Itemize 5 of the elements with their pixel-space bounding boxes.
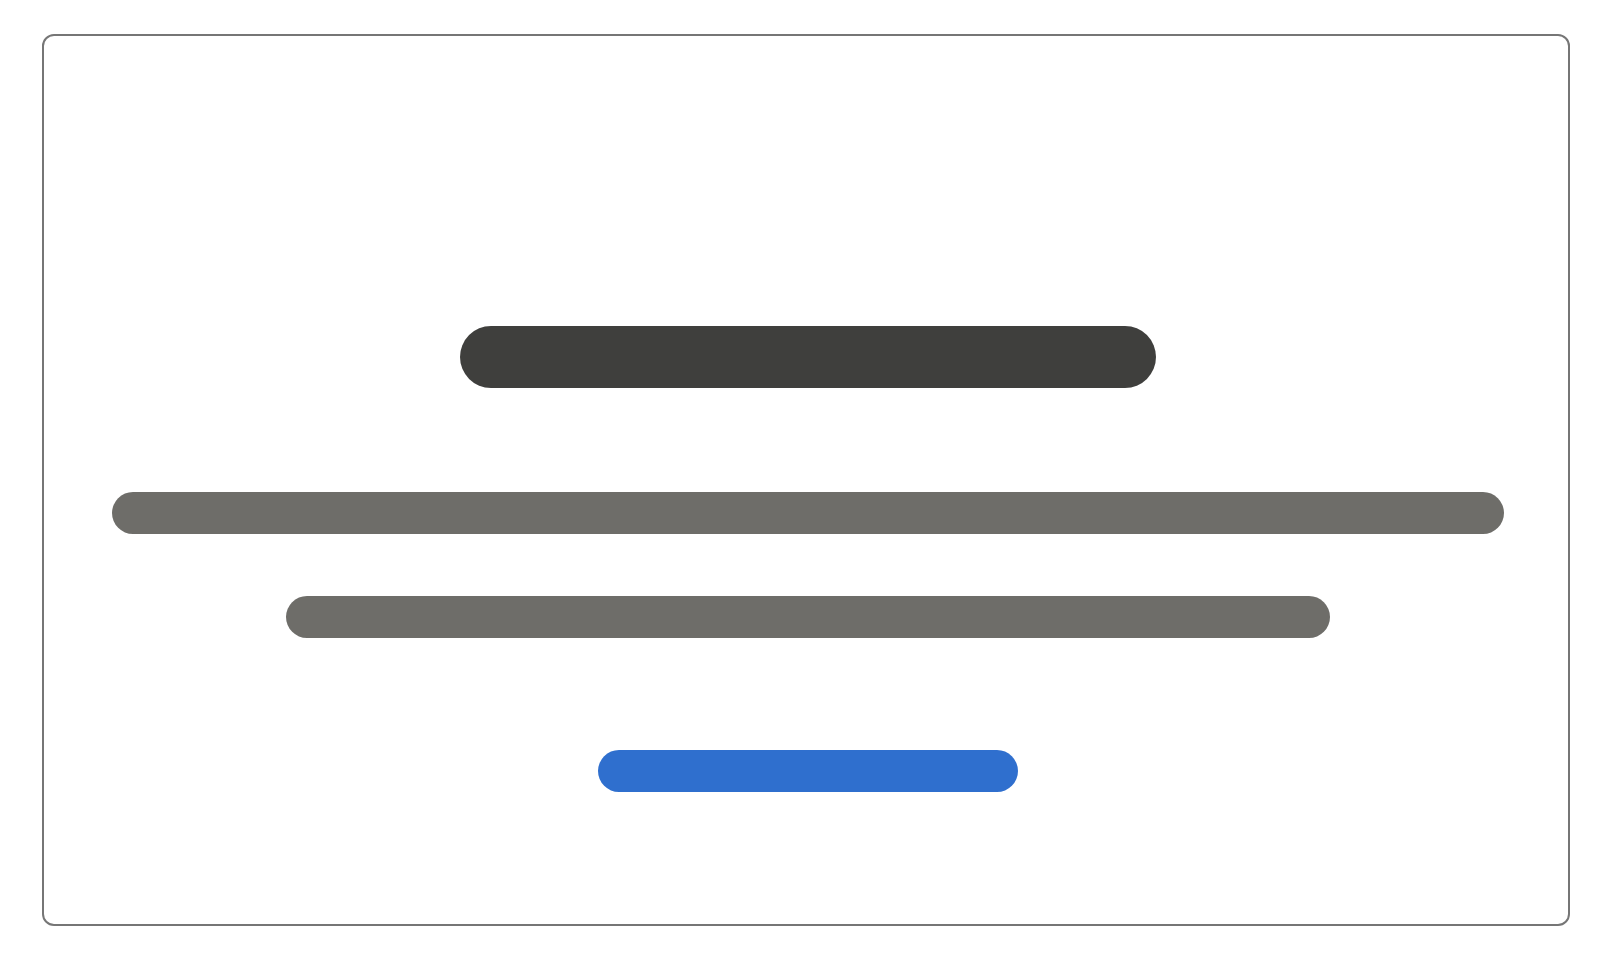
heading-placeholder-bar	[460, 326, 1156, 388]
button-placeholder-bar	[598, 750, 1018, 792]
text-placeholder-bar	[286, 596, 1330, 638]
text-placeholder-bar	[112, 492, 1504, 534]
card	[42, 34, 1570, 926]
